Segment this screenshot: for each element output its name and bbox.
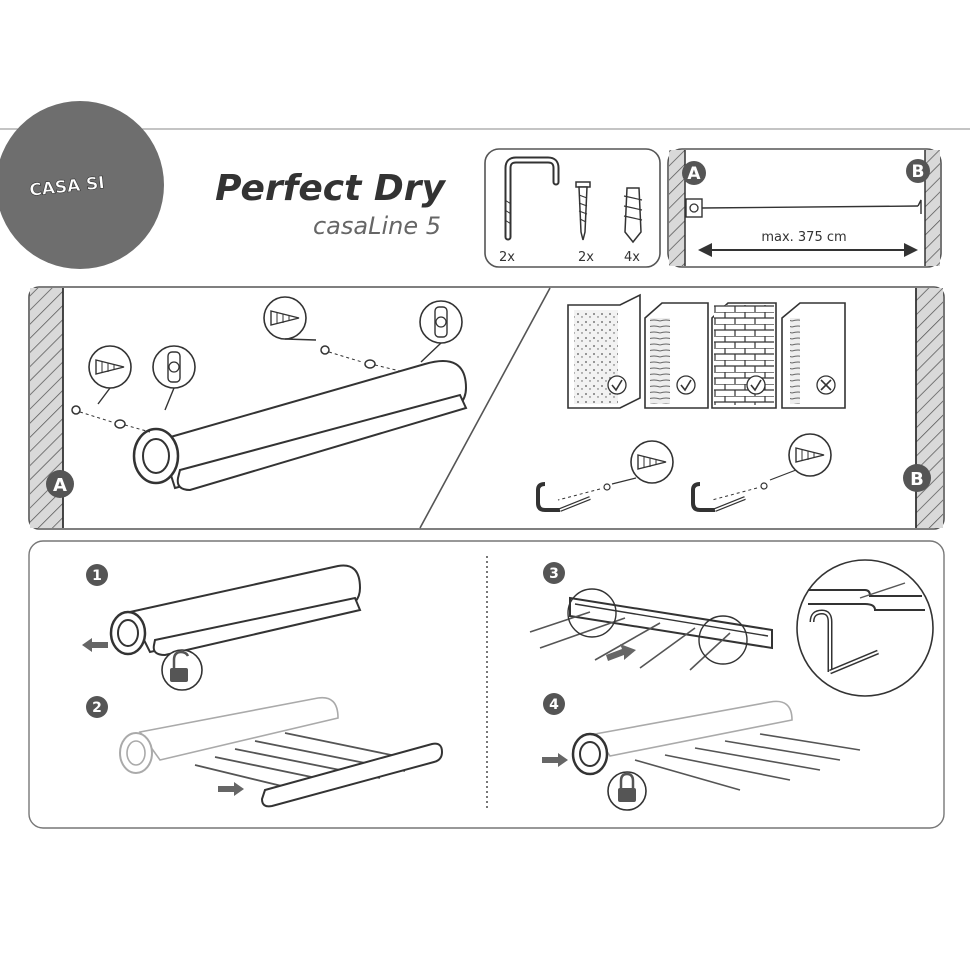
wall-type-concrete [567, 293, 641, 409]
wall-type-plasterboard [781, 302, 846, 409]
plug-callout-icon-2 [263, 296, 317, 341]
lock-icon [618, 772, 636, 802]
product-title: Perfect Dry [215, 168, 446, 209]
screw-callout-icon-2 [419, 300, 463, 363]
mount-screw-right [320, 345, 401, 372]
step-4: 4 [542, 693, 861, 811]
brand-logo: CASA SI [0, 101, 164, 269]
mount-side-a: A [53, 475, 67, 496]
hooked-lines [529, 611, 731, 671]
step-4-number: 4 [549, 697, 559, 713]
step-3: 3 [529, 559, 934, 697]
hook-zoom-callout [796, 559, 934, 697]
step-1-number: 1 [92, 568, 102, 584]
unlock-icon [170, 650, 190, 682]
steps-panel: 1 2 [28, 540, 945, 829]
wall-plug-icon [623, 187, 643, 244]
parts-qty-plug: 4x [624, 250, 640, 265]
product-model: casaLine 5 [313, 212, 441, 240]
hook-icon [504, 156, 560, 241]
dryer-housing-mount [132, 360, 468, 492]
parts-qty-screw: 2x [578, 250, 594, 265]
step-3-arrow-icon [606, 644, 636, 661]
step-2-number: 2 [92, 700, 102, 716]
step-2-arrow-icon [218, 782, 244, 796]
parts-qty-hook: 2x [499, 250, 515, 265]
mount-screw-left [71, 405, 151, 433]
span-arrow [698, 243, 918, 257]
mount-hook-right [691, 433, 832, 512]
step-3-number: 3 [549, 566, 559, 582]
step-1: 1 [82, 564, 362, 691]
span-max-length: max. 375 cm [761, 230, 846, 245]
step-2: 2 [86, 696, 444, 808]
screw-callout-icon [152, 345, 196, 411]
screw-icon [575, 181, 591, 241]
step-4-arrow-icon [542, 753, 568, 767]
span-point-a: A [687, 164, 701, 184]
mounting-panel: A B [28, 286, 945, 530]
parts-box: 2x 2x 4x [484, 148, 661, 268]
mount-side-b: B [910, 469, 924, 490]
wall-type-wood [644, 302, 709, 409]
wall-type-brick [711, 302, 777, 409]
mount-hook-left [536, 440, 674, 512]
retracted-lines [634, 733, 861, 791]
span-box: A B max. 375 cm [667, 148, 942, 268]
plug-callout-icon [88, 345, 132, 405]
span-point-b: B [912, 162, 925, 182]
step-1-arrow-icon [82, 638, 108, 652]
